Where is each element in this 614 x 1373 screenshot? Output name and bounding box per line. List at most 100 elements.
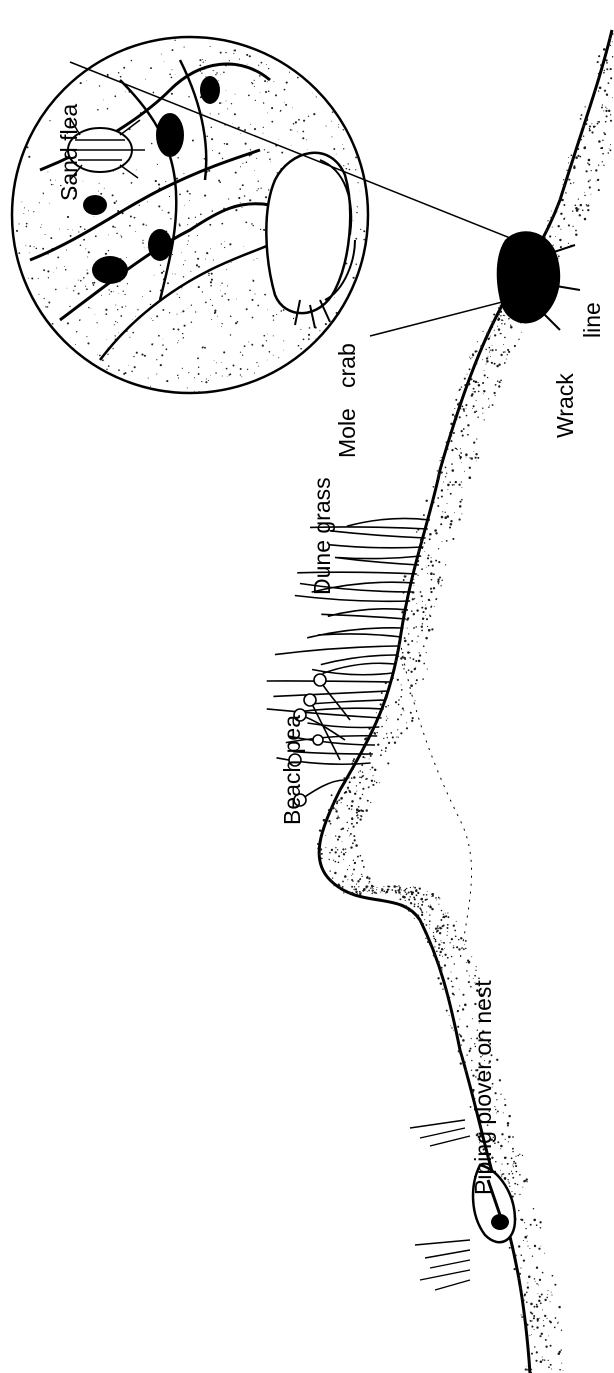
sand-dot xyxy=(438,583,439,584)
sand-dot xyxy=(176,178,178,180)
sand-dot xyxy=(402,707,404,709)
sand-dot xyxy=(513,1161,515,1163)
sand-dot xyxy=(338,836,340,838)
grass-blade xyxy=(323,663,395,673)
sand-dot xyxy=(467,424,469,426)
sand-dot xyxy=(36,302,37,303)
sand-dot xyxy=(501,1164,502,1165)
sand-dot xyxy=(267,334,268,335)
sand-dot xyxy=(461,430,463,432)
sand-dot xyxy=(357,880,359,882)
sand-dot xyxy=(33,211,34,212)
sand-dot xyxy=(467,374,468,375)
sand-dot xyxy=(530,1224,532,1226)
sand-dot xyxy=(416,603,417,604)
sand-dot xyxy=(401,889,402,890)
sand-dot xyxy=(590,105,591,106)
sand-dot xyxy=(178,340,179,341)
sand-dot xyxy=(421,626,423,628)
sand-dot xyxy=(352,842,354,844)
sand-dot xyxy=(612,34,613,35)
sand-dot xyxy=(376,782,378,784)
sand-dot xyxy=(341,852,342,853)
sand-dot xyxy=(145,79,146,80)
sand-dot xyxy=(99,85,100,86)
sand-dot xyxy=(227,285,228,286)
sand-dot xyxy=(345,791,347,793)
sand-dot xyxy=(85,248,86,249)
sand-dot xyxy=(317,848,318,849)
sand-dot xyxy=(413,585,414,586)
sand-dot xyxy=(265,196,267,198)
sand-dot xyxy=(252,317,254,319)
sand-dot xyxy=(78,293,80,295)
sand-dot xyxy=(369,758,370,759)
sand-dot xyxy=(262,345,264,347)
sand-dot xyxy=(519,1174,521,1176)
sand-dot xyxy=(452,538,454,540)
sand-dot xyxy=(367,876,369,878)
sand-dot xyxy=(118,333,119,334)
sand-dot xyxy=(383,890,385,892)
sand-dot xyxy=(113,291,114,292)
sand-dot xyxy=(326,125,327,126)
sand-dot xyxy=(23,213,24,214)
sand-dot xyxy=(386,891,388,893)
sand-dot xyxy=(365,809,368,812)
sand-dot xyxy=(445,512,446,513)
sand-dot xyxy=(205,259,206,260)
sand-dot xyxy=(369,786,370,787)
sand-dot xyxy=(357,814,359,816)
sand-dot xyxy=(210,299,211,300)
sand-dot xyxy=(426,924,428,926)
sand-dot xyxy=(246,54,248,56)
sand-dot xyxy=(558,1306,560,1308)
sand-dot xyxy=(109,294,110,295)
sand-dot xyxy=(353,889,354,890)
sand-dot xyxy=(386,733,387,734)
sand-dot xyxy=(151,318,152,319)
sand-dot xyxy=(459,407,461,409)
sand-dot xyxy=(386,696,388,698)
sand-dot xyxy=(162,309,164,311)
sand-dot xyxy=(473,405,475,407)
sand-dot xyxy=(510,325,511,326)
sand-dot xyxy=(561,1330,562,1331)
sand-dot xyxy=(507,1124,509,1126)
sand-dot xyxy=(179,225,181,227)
sand-dot xyxy=(358,810,361,813)
sand-dot xyxy=(267,81,268,82)
sand-dot xyxy=(219,181,221,183)
sand-dot xyxy=(421,568,423,570)
sand-dot xyxy=(291,130,292,131)
sand-dot xyxy=(370,755,372,757)
sand-dot xyxy=(43,192,44,193)
sand-dot xyxy=(250,149,251,150)
sand-dot xyxy=(425,615,426,616)
sand-dot xyxy=(350,846,352,848)
sand-dot xyxy=(540,1302,542,1304)
sand-dot xyxy=(208,380,209,381)
sand-dot xyxy=(417,642,418,643)
sand-dot xyxy=(469,467,471,469)
sand-dot xyxy=(515,1165,517,1167)
sand-dot xyxy=(588,164,590,166)
sand-dot xyxy=(433,935,435,937)
sand-dot xyxy=(603,165,604,166)
sand-dot xyxy=(429,944,431,946)
sand-dot xyxy=(522,1155,523,1156)
sand-dot xyxy=(358,806,360,808)
sand-dot xyxy=(336,801,338,803)
sand-dot xyxy=(430,615,432,617)
sand-dot xyxy=(432,565,434,567)
sand-dot xyxy=(335,810,337,812)
sand-dot xyxy=(549,235,551,237)
sand-dot xyxy=(150,386,151,387)
sand-dot xyxy=(16,230,18,232)
sand-dot xyxy=(257,258,258,259)
sand-dot xyxy=(459,416,461,418)
sand-dot xyxy=(518,1245,520,1247)
sand-dot xyxy=(251,82,252,83)
sand-dot xyxy=(217,316,218,317)
sand-dot xyxy=(500,1170,501,1171)
